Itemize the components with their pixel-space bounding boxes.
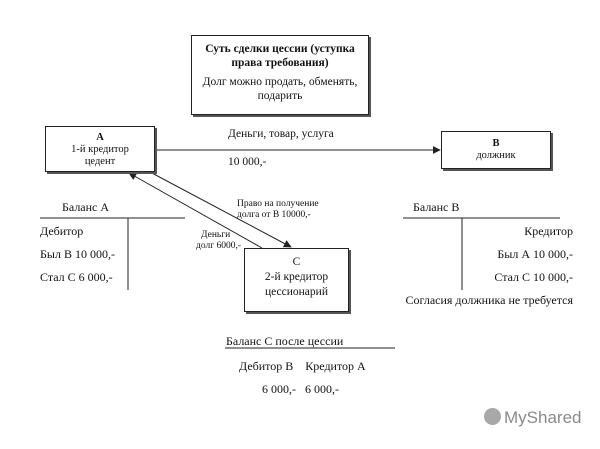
summary-subtitle: Долг можно продать, обменять, подарить — [202, 76, 358, 102]
balance-b-title: Баланс В — [413, 200, 460, 214]
node-c-second-creditor: С 2-й кредитор цессионарий — [244, 248, 349, 312]
balance-b-row-2: Стал С 10 000,- — [494, 270, 573, 284]
balance-b-row-1: Был А 10 000,- — [497, 247, 573, 261]
flow-right-label-1: Право на получение — [237, 199, 319, 209]
watermark-text: MyShared — [504, 408, 582, 427]
watermark-mark-icon — [484, 408, 501, 425]
balance-c-columns: Дебитор В Кредитор А — [239, 359, 366, 373]
node-b-debtor: В должник — [441, 131, 551, 169]
watermark-logo: MyShared — [484, 408, 581, 428]
balance-c-title: Баланс С после цессии — [226, 334, 344, 348]
balance-a-row-2: Стал С 6 000,- — [40, 270, 113, 284]
flow-right-label-2: долга от В 10000,- — [237, 210, 311, 220]
flow-amount-label: 10 000,- — [228, 156, 267, 168]
node-a-first-creditor: А 1-й кредитор цедент — [45, 126, 155, 172]
node-b-letter: В — [492, 138, 500, 149]
flow-money-label-1: Деньги — [201, 230, 231, 240]
cession-summary-box: Суть сделки цессии (уступка права требов… — [191, 35, 369, 115]
balance-a-side: Дебитор — [40, 224, 84, 238]
balance-b-side: Кредитор — [524, 224, 573, 238]
node-a-role: 1-й кредитор — [71, 144, 129, 155]
flow-goods-label: Деньги, товар, услуга — [228, 128, 334, 140]
node-c-letter: С — [292, 256, 301, 268]
balance-a-title: Баланс А — [62, 200, 110, 214]
summary-title: Суть сделки цессии (уступка права требов… — [205, 43, 355, 69]
balance-c-values: 6 000,- 6 000,- — [262, 382, 339, 396]
node-b-role: должник — [476, 150, 516, 161]
node-c-role: 2-й кредитор — [264, 271, 329, 283]
node-a-letter: А — [96, 132, 104, 143]
balance-a-row-1: Был В 10 000,- — [40, 247, 115, 261]
arrow-c-to-a — [128, 172, 263, 249]
node-a-term: цедент — [84, 156, 116, 167]
flow-money-label-2: долг 6000,- — [196, 241, 242, 251]
arrow-a-to-c — [149, 171, 292, 248]
consent-note: Согласия должника не требуется — [405, 293, 573, 307]
node-c-term: цессионарий — [265, 286, 328, 298]
